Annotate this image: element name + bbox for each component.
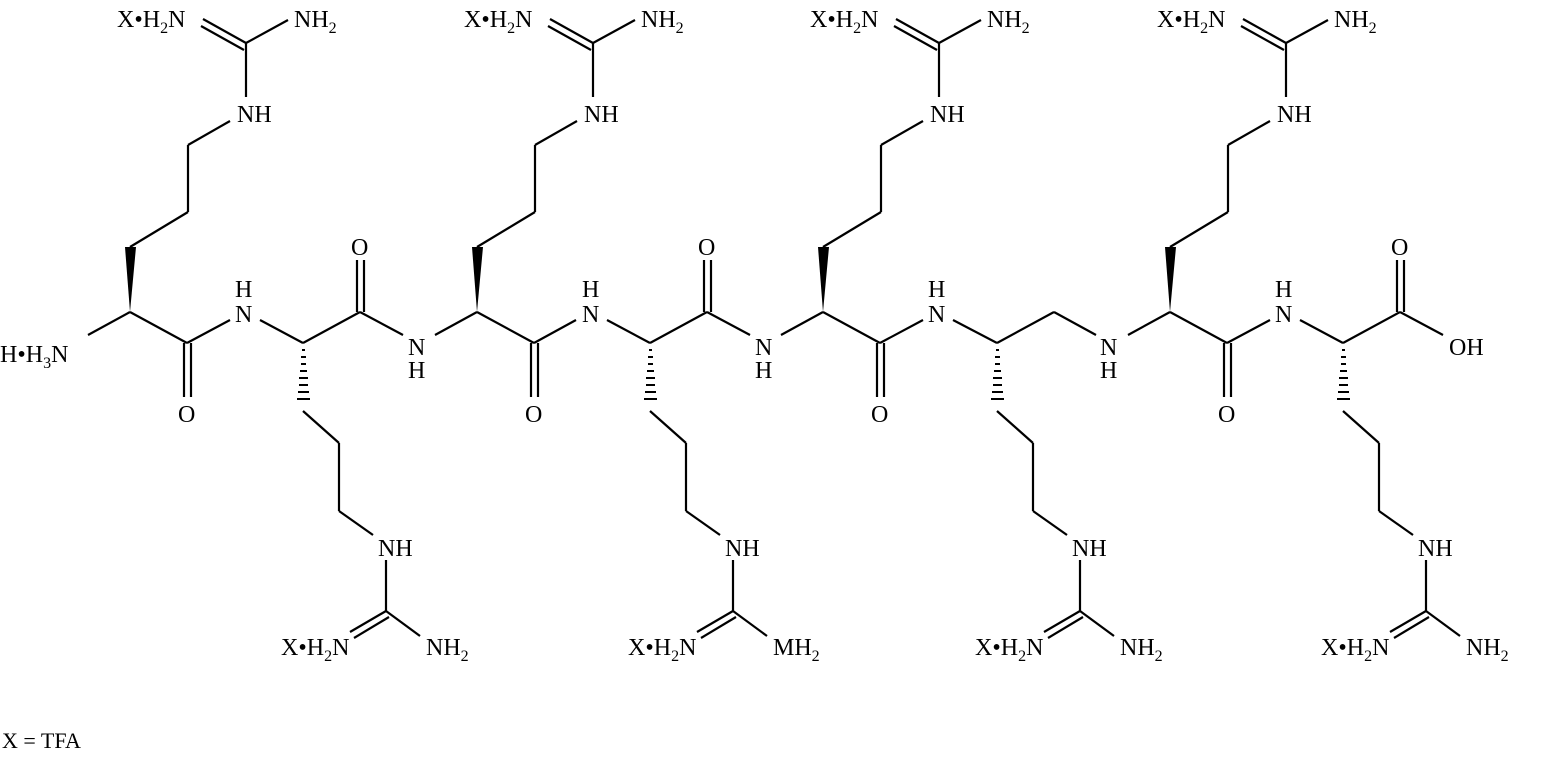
carboxyl-oh: OH [1449, 335, 1484, 361]
n-terminus-label: H•H3N [0, 342, 68, 372]
side-chain-top-1: NH X•H2N NH2 [117, 7, 337, 312]
guanidine-nh: NH [378, 536, 413, 562]
side-chain-bottom-6: NH X•H2N NH2 [975, 349, 1163, 665]
hash-bond [1337, 349, 1350, 400]
side-chain-bottom-2: NH X•H2N NH2 [281, 349, 469, 665]
amide-n: N [1275, 302, 1292, 328]
carboxyl-o: O [1391, 235, 1408, 261]
amide-h: H [582, 277, 599, 303]
guanidine-nh: NH [930, 102, 965, 128]
amide-n: N [235, 302, 252, 328]
amide-h: H [755, 358, 772, 384]
hash-bond [644, 349, 657, 400]
side-chain-bottom-8: NH X•H2N NH2 [1321, 349, 1509, 665]
carbonyl-o: O [698, 235, 715, 261]
carbonyl-o: O [871, 402, 888, 428]
side-chain-top-3: NH X•H2N NH2 [464, 7, 684, 312]
guanidine-salt-n: X•H2N [464, 7, 532, 37]
guanidine-mh2-typo: MH2 [773, 635, 820, 665]
backbone: O H N O N H O H N O N H O [129, 235, 1484, 428]
guanidine-nh2: NH2 [1120, 635, 1163, 665]
guanidine-nh2: NH2 [426, 635, 469, 665]
guanidine-salt-n: X•H2N [810, 7, 878, 37]
footnote-x-equals-tfa: X = TFA [2, 728, 81, 753]
wedge-bond [125, 247, 136, 312]
carbonyl-o: O [178, 402, 195, 428]
guanidine-nh2: NH2 [294, 7, 337, 37]
amide-h: H [1275, 277, 1292, 303]
amide-h: H [408, 358, 425, 384]
guanidine-salt-n: X•H2N [628, 635, 696, 665]
n-terminus: H•H3N [0, 311, 131, 372]
guanidine-nh: NH [237, 102, 272, 128]
guanidine-nh: NH [725, 536, 760, 562]
wedge-bond [472, 247, 483, 312]
amide-h: H [235, 277, 252, 303]
guanidine-nh: NH [1418, 536, 1453, 562]
guanidine-salt-n: X•H2N [117, 7, 185, 37]
side-chain-top-5: NH X•H2N NH2 [810, 7, 1030, 312]
amide-h: H [928, 277, 945, 303]
guanidine-nh2: NH2 [987, 7, 1030, 37]
carbonyl-o: O [351, 235, 368, 261]
amide-n: N [408, 335, 425, 361]
side-chain-top-7: NH X•H2N NH2 [1157, 7, 1377, 312]
guanidine-nh2: NH2 [1466, 635, 1509, 665]
guanidine-nh: NH [584, 102, 619, 128]
guanidine-salt-n: X•H2N [1157, 7, 1225, 37]
guanidine-salt-n: X•H2N [1321, 635, 1389, 665]
amide-n: N [755, 335, 772, 361]
hash-bond [991, 349, 1004, 400]
guanidine-nh2: NH2 [641, 7, 684, 37]
wedge-bond [1165, 247, 1176, 312]
carbonyl-o: O [1218, 402, 1235, 428]
guanidine-nh: NH [1277, 102, 1312, 128]
guanidine-nh: NH [1072, 536, 1107, 562]
guanidine-nh2: NH2 [1334, 7, 1377, 37]
side-chain-bottom-4: NH X•H2N MH2 [628, 349, 820, 665]
hash-bond [297, 349, 310, 400]
amide-n: N [582, 302, 599, 328]
amide-n: N [928, 302, 945, 328]
amine-n: N [1100, 335, 1117, 361]
guanidine-salt-n: X•H2N [281, 635, 349, 665]
amine-h: H [1100, 358, 1117, 384]
guanidine-salt-n: X•H2N [975, 635, 1043, 665]
carbonyl-o: O [525, 402, 542, 428]
wedge-bond [818, 247, 829, 312]
